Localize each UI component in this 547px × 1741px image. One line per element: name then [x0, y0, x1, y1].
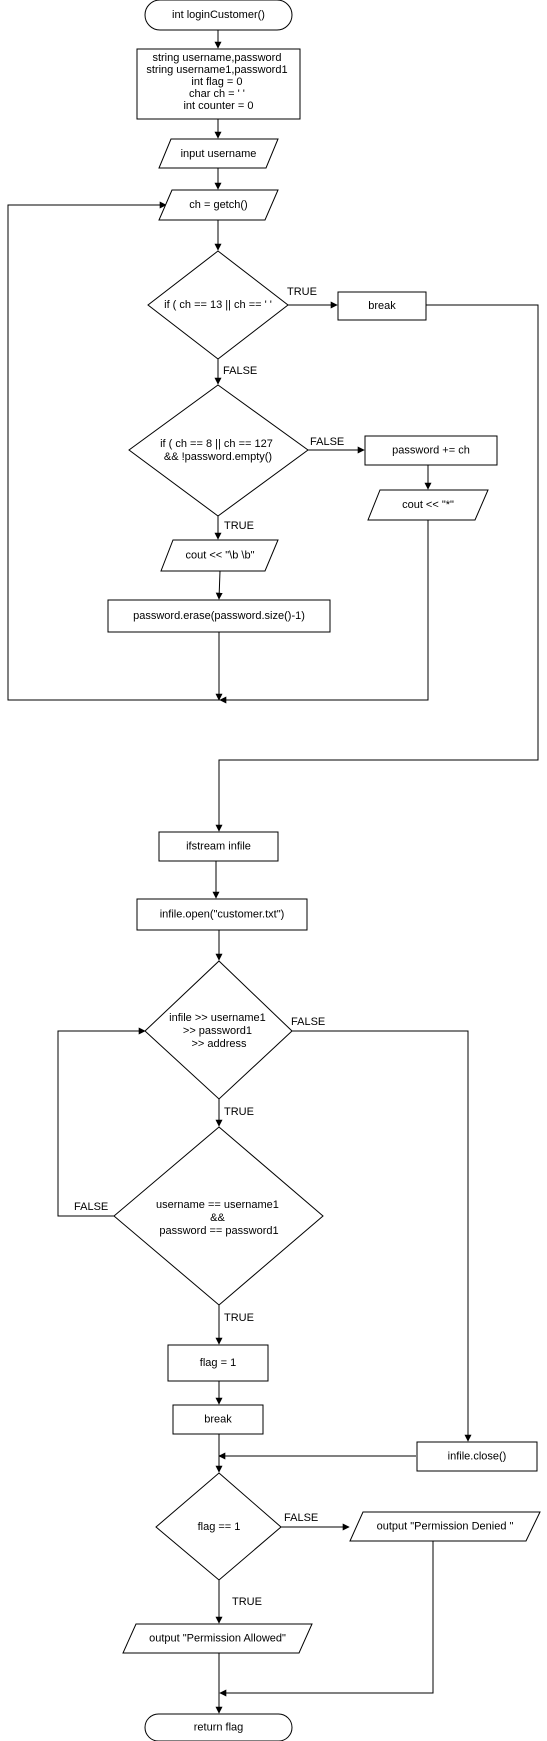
svg-text:break: break — [204, 1414, 232, 1426]
svg-text:ch = getch(): ch = getch() — [189, 199, 247, 211]
password-erase-process: password.erase(password.size()-1) — [107, 599, 331, 633]
declarations-process: string username,password string username… — [136, 48, 301, 120]
label-enter-false: FALSE — [223, 365, 257, 377]
infile-close-process: infile.close() — [416, 1441, 538, 1472]
label-read-true: TRUE — [224, 1106, 254, 1118]
read-decision-text: infile >> username1 >> password1 >> addr… — [169, 1012, 269, 1050]
svg-text:flag = 1: flag = 1 — [200, 1357, 236, 1369]
edge-denied-end — [219, 1541, 434, 1697]
edge-coutb-erase — [215, 570, 223, 600]
svg-text:password.erase(password.size(): password.erase(password.size()-1) — [133, 610, 305, 622]
edge-match-loop — [57, 1027, 146, 1217]
output-denied-io: output "Permission Denied " — [349, 1511, 541, 1542]
svg-text:ifstream infile: ifstream infile — [186, 841, 251, 853]
svg-text:output "Permission Allowed": output "Permission Allowed" — [149, 1633, 286, 1645]
edge-star-merge — [219, 520, 429, 704]
label-backspace-false: FALSE — [310, 436, 344, 448]
label-match-false: FALSE — [74, 1201, 108, 1213]
label-match-true: TRUE — [224, 1312, 254, 1324]
read-decision: infile >> username1 >> password1 >> addr… — [144, 960, 293, 1100]
svg-text:cout << "*": cout << "*" — [402, 499, 454, 511]
label-read-false: FALSE — [291, 1016, 325, 1028]
cout-backspace-io: cout << "\b \b" — [160, 539, 279, 572]
svg-text:infile.close(): infile.close() — [448, 1451, 507, 1463]
infile-open-process: infile.open("customer.txt") — [136, 898, 308, 931]
label-backspace-true: TRUE — [224, 520, 254, 532]
flag-set-process: flag = 1 — [167, 1344, 269, 1382]
enter-decision: if ( ch == 13 || ch == ' ' — [147, 250, 289, 360]
svg-text:return flag: return flag — [194, 1722, 244, 1734]
backspace-decision: if ( ch == 8 || ch == 127 && !password.e… — [128, 384, 309, 517]
svg-text:break: break — [368, 300, 396, 312]
edges — [7, 30, 539, 1714]
flag-decision: flag == 1 — [155, 1472, 282, 1581]
match-decision-text: username == username1 && password == pas… — [156, 1199, 282, 1237]
end-terminator: return flag — [144, 1713, 293, 1741]
svg-text:flag == 1: flag == 1 — [198, 1521, 241, 1533]
output-allowed-io: output "Permission Allowed" — [122, 1623, 313, 1654]
label-flag-true: TRUE — [232, 1596, 262, 1608]
svg-text:infile.open("customer.txt"): infile.open("customer.txt") — [160, 909, 285, 921]
ifstream-process: ifstream infile — [158, 831, 279, 862]
edge-labels: TRUE FALSE FALSE TRUE FALSE TRUE FALSE T… — [74, 286, 344, 1608]
cout-star-io: cout << "*" — [367, 489, 489, 521]
edge-loop-back-getch — [7, 201, 220, 701]
svg-text:int loginCustomer(): int loginCustomer() — [172, 9, 265, 21]
svg-text:input username: input username — [181, 148, 257, 160]
edge-read-close — [292, 1030, 472, 1442]
edge-break-ifstream — [215, 304, 539, 832]
getch-io: ch = getch() — [158, 189, 279, 221]
backspace-decision-text: if ( ch == 8 || ch == 127 && !password.e… — [160, 438, 276, 463]
label-enter-true: TRUE — [287, 286, 317, 298]
start-terminator: int loginCustomer() — [144, 0, 293, 31]
label-flag-false: FALSE — [284, 1512, 318, 1524]
input-username-io: input username — [158, 138, 279, 169]
declarations-text: string username,password string username… — [146, 52, 290, 112]
svg-text:if ( ch == 13 || ch == ' ': if ( ch == 13 || ch == ' ' — [164, 299, 272, 311]
password-add-process: password += ch — [364, 435, 498, 466]
svg-text:password += ch: password += ch — [392, 445, 470, 457]
match-decision: username == username1 && password == pas… — [113, 1126, 324, 1306]
svg-text:output "Permission Denied ": output "Permission Denied " — [377, 1521, 514, 1533]
break-bottom-process: break — [172, 1404, 264, 1435]
svg-text:cout << "\b \b": cout << "\b \b" — [186, 550, 255, 562]
break-top-process: break — [337, 291, 427, 321]
